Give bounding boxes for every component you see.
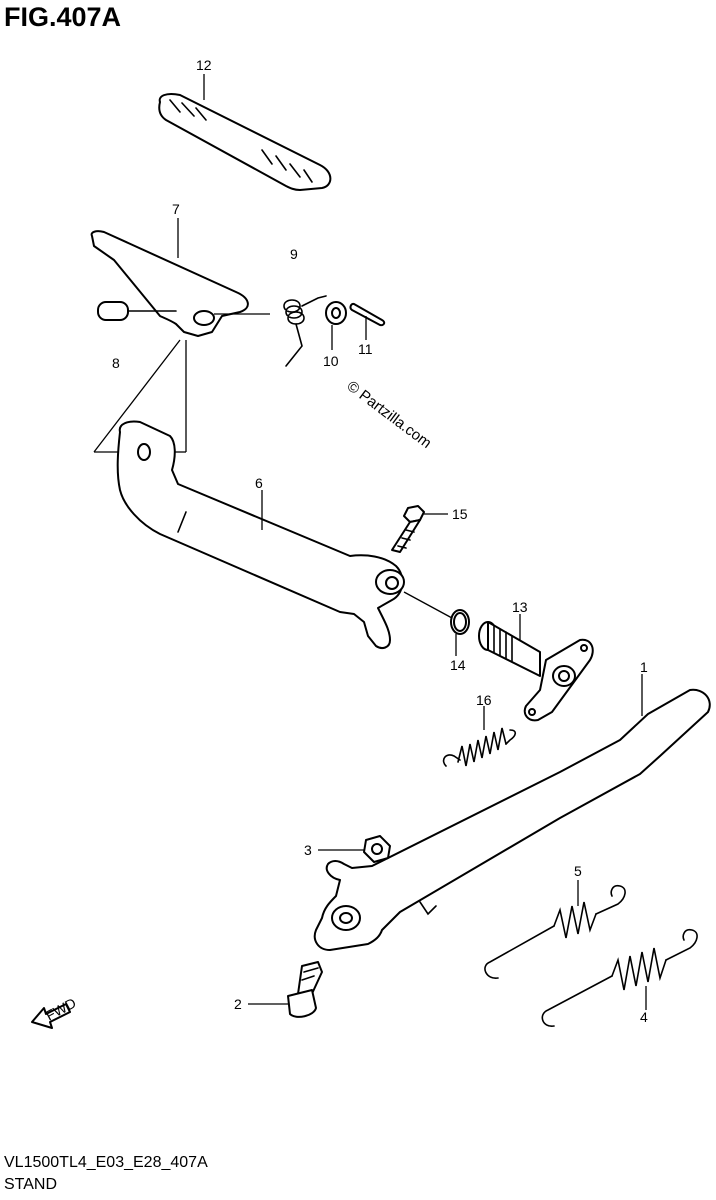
- callout-11: 11: [358, 341, 373, 357]
- part-11-cotter-pin[interactable]: [349, 302, 386, 327]
- callout-15: 15: [452, 506, 468, 522]
- part-9-spring[interactable]: [283, 295, 327, 367]
- callout-4: 4: [640, 1009, 648, 1025]
- part-14-o-ring[interactable]: [450, 609, 470, 635]
- part-4-spring[interactable]: [541, 928, 698, 1027]
- part-2-stand-bolt[interactable]: [287, 961, 323, 1018]
- callout-2: 2: [234, 996, 242, 1012]
- callout-8: 8: [112, 355, 120, 371]
- fwd-label: FWD: [43, 995, 79, 1024]
- callout-1: 1: [640, 659, 648, 675]
- callout-5: 5: [574, 863, 582, 879]
- callout-14: 14: [450, 657, 466, 673]
- part-12-footrest-rubber[interactable]: [158, 92, 332, 191]
- part-3-nut[interactable]: [363, 835, 391, 863]
- callout-6: 6: [255, 475, 263, 491]
- callout-13: 13: [512, 599, 528, 615]
- part-5-spring[interactable]: [484, 884, 626, 979]
- model-code: VL1500TL4_E03_E28_407A: [4, 1154, 208, 1171]
- part-15-bolt[interactable]: [391, 505, 425, 553]
- watermark: © Partzilla.com: [344, 378, 435, 452]
- figure-title: FIG.407A: [4, 2, 122, 32]
- part-10-washer[interactable]: [325, 301, 347, 325]
- part-13-stand-shaft[interactable]: [478, 621, 594, 722]
- part-16-spring[interactable]: [442, 727, 517, 767]
- callout-10: 10: [323, 353, 339, 369]
- part-7-footrest[interactable]: [90, 230, 249, 337]
- fwd-arrow-icon: FWD: [31, 995, 79, 1029]
- callout-9: 9: [290, 246, 298, 262]
- callout-12: 12: [196, 57, 212, 73]
- part-8-pin[interactable]: [97, 301, 177, 321]
- callout-7: 7: [172, 201, 180, 217]
- section-name: STAND: [4, 1176, 58, 1193]
- part-1-side-stand[interactable]: [313, 688, 711, 951]
- callout-3: 3: [304, 842, 312, 858]
- callout-16: 16: [476, 692, 492, 708]
- part-6-footrest-bracket[interactable]: [116, 420, 405, 649]
